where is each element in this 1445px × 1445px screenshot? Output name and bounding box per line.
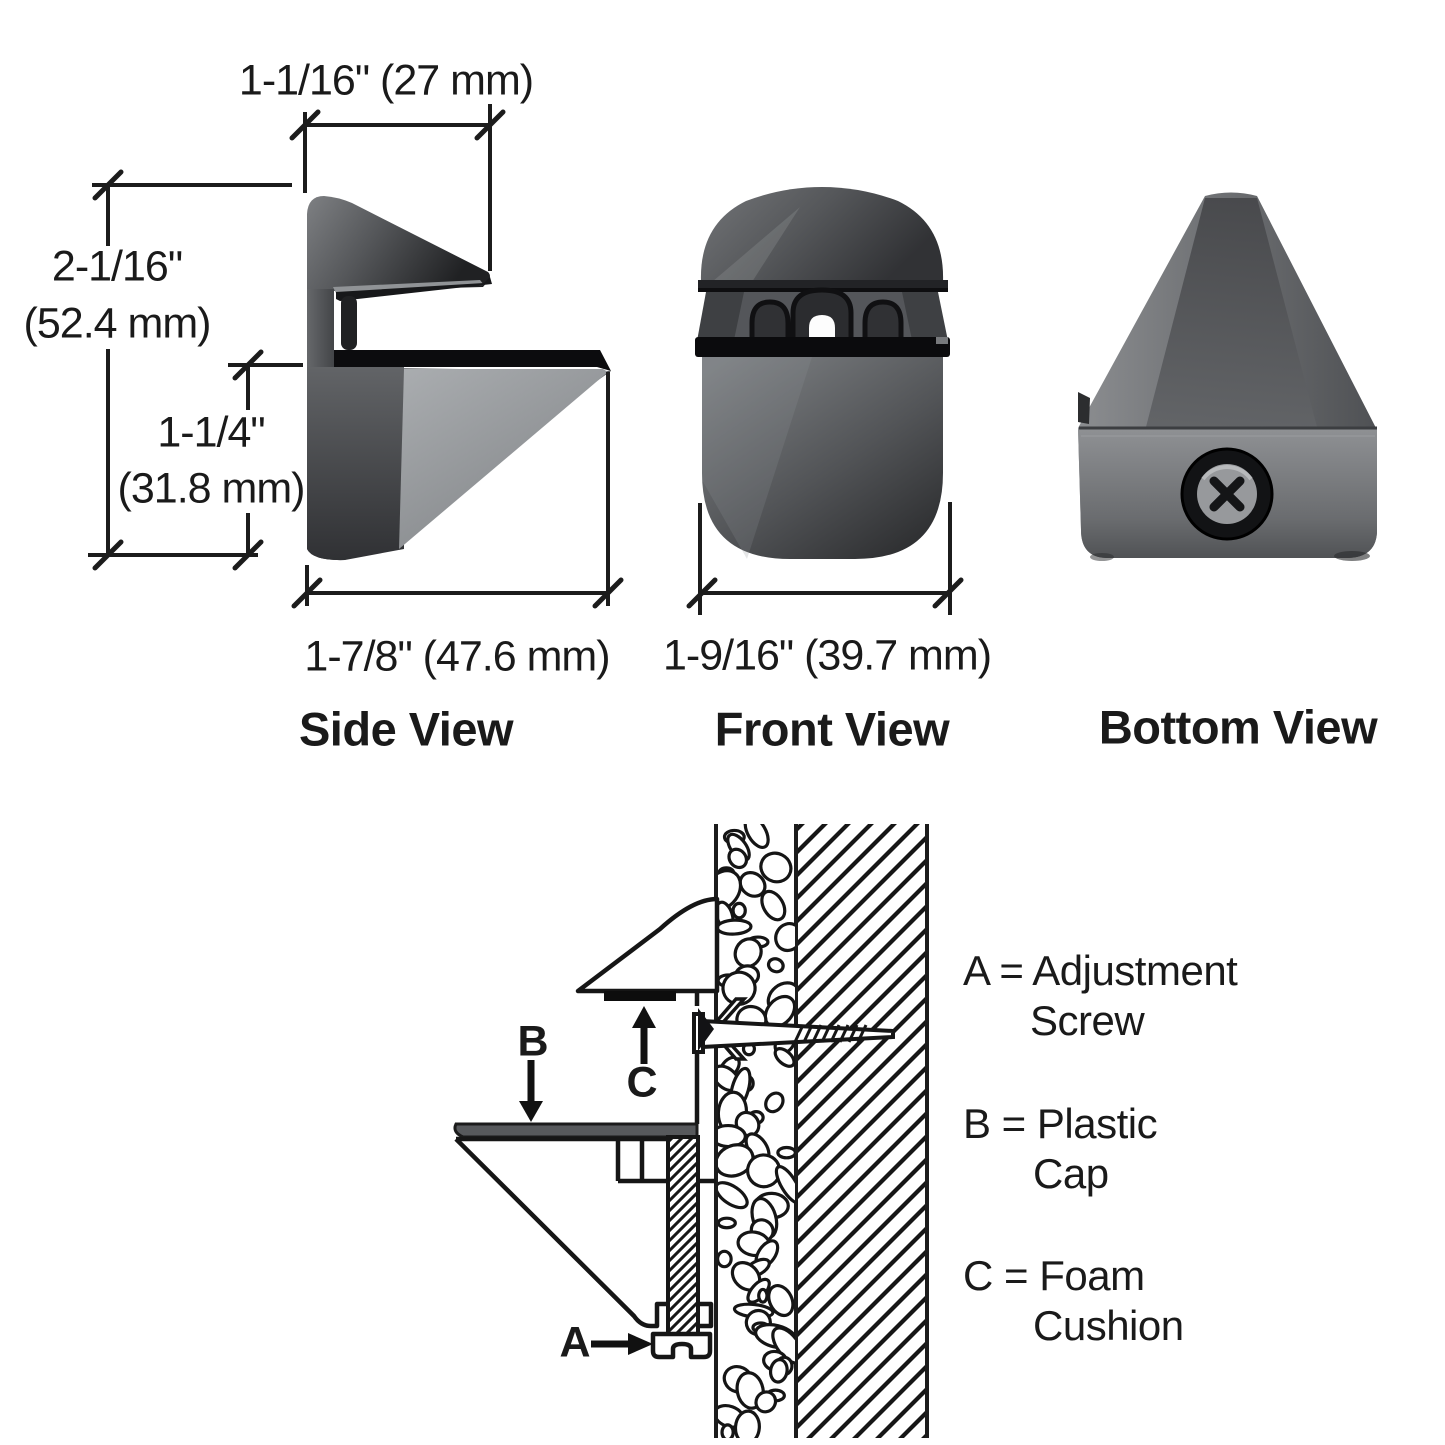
front-view-part	[695, 187, 950, 559]
label-side-view: Side View	[298, 702, 514, 756]
dimension-lines-side	[88, 104, 624, 609]
dim-side-lower-in: 1-1/4"	[157, 408, 265, 457]
dim-front-bottom-width: 1-9/16" (39.7 mm)	[662, 631, 992, 680]
plastic-cap-outline	[575, 896, 720, 994]
marker-b: B	[517, 1017, 549, 1066]
adjustment-screw-head	[650, 1331, 713, 1360]
shelf-glass	[453, 1122, 699, 1139]
arrow-c	[632, 1006, 656, 1064]
legend-b-line1: B = Plastic	[963, 1100, 1158, 1147]
adjustment-screw-rod	[650, 1135, 713, 1360]
arrow-b	[519, 1060, 543, 1122]
label-bottom-view: Bottom View	[1098, 700, 1378, 754]
legend-c-line2: Cushion	[1033, 1302, 1184, 1349]
legend-b-line2: Cap	[1033, 1150, 1109, 1197]
wall-hatching	[798, 824, 925, 1438]
installation-diagram	[453, 824, 929, 1438]
marker-a: A	[559, 1318, 591, 1367]
dim-side-bottom-depth: 1-7/8" (47.6 mm)	[304, 632, 610, 681]
bracket-outline	[454, 1136, 716, 1329]
legend-a-line2: Screw	[1030, 997, 1145, 1044]
legend-c-line1: C = Foam	[963, 1252, 1145, 1299]
dim-side-lower-mm: (31.8 mm)	[117, 464, 306, 513]
label-front-view: Front View	[714, 702, 950, 756]
side-view-part	[307, 196, 611, 561]
marker-c: C	[626, 1058, 658, 1107]
legend-a-line1: A = Adjustment	[963, 947, 1238, 994]
bottom-view-part	[1078, 192, 1377, 561]
dim-side-height-mm: (52.4 mm)	[23, 299, 212, 348]
dimension-lines-front	[686, 502, 964, 615]
countersink	[698, 1008, 714, 1051]
dim-side-height-in: 2-1/16"	[51, 242, 183, 291]
foam-cushion-bar	[604, 991, 676, 1001]
bottom-screw	[1180, 447, 1274, 541]
wall-section	[714, 824, 929, 1438]
dim-side-top-width: 1-1/16" (27 mm)	[238, 56, 534, 105]
arrow-a	[591, 1333, 653, 1355]
